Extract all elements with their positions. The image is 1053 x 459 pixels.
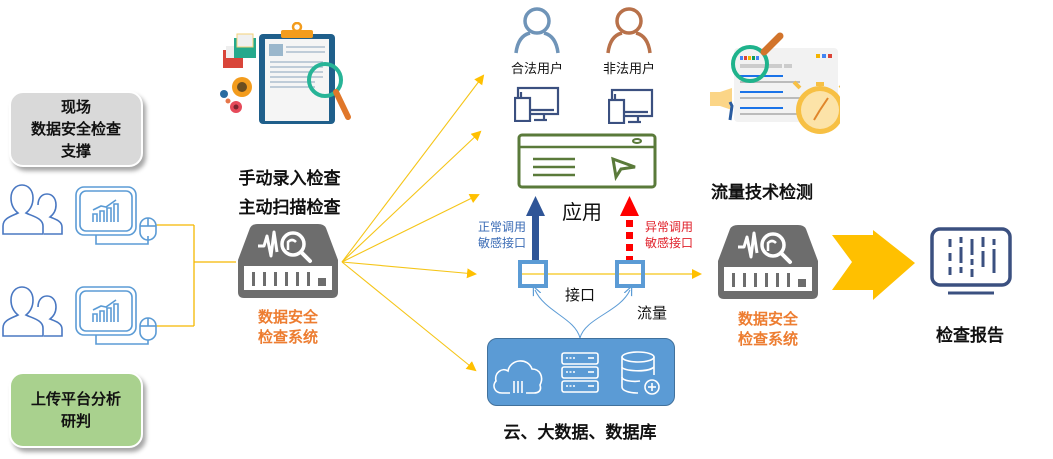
security-appliance-icon — [718, 225, 818, 299]
user-terminal-1 — [2, 184, 157, 245]
traffic-label: 流量 — [636, 304, 667, 322]
illegal-user-label: 非法用户 — [602, 62, 655, 77]
onsite-line-1: 现场 — [60, 98, 91, 116]
onsite-check-support-box: 现场 数据安全检查 支撑 — [9, 91, 143, 167]
security-appliance-icon — [238, 224, 338, 298]
upload-platform-analysis-box: 上传平台分析 研判 — [9, 372, 143, 448]
abnormal-call-line-1: 异常调用 — [644, 220, 693, 234]
upload-line-1: 上传平台分析 — [30, 390, 121, 408]
inspection-report-label: 检查报告 — [936, 326, 1004, 346]
fan-arrows — [341, 74, 485, 372]
system-left-line-2: 检查系统 — [257, 328, 318, 346]
manual-entry-check-label: 手动录入检查 — [238, 169, 341, 189]
report-monitor-icon[interactable] — [928, 225, 1014, 297]
legal-user-icon — [514, 7, 560, 54]
normal-call-line-2: 敏感接口 — [477, 236, 526, 250]
monitor-chart-icon — [75, 286, 149, 345]
big-result-arrow — [832, 230, 915, 300]
upload-line-2: 研判 — [60, 412, 91, 430]
abnormal-call-line-2: 敏感接口 — [644, 236, 693, 250]
application-window-icon[interactable] — [517, 133, 657, 189]
users-icon — [2, 184, 63, 235]
mouse-icon[interactable] — [139, 217, 157, 241]
onsite-line-2: 数据安全检查 — [30, 120, 121, 138]
normal-call-line-1: 正常调用 — [477, 220, 526, 234]
illegal-user-icon — [606, 7, 652, 54]
server-icon — [561, 352, 599, 393]
user-bracket-connector — [156, 224, 236, 327]
active-scan-check-label: 主动扫描检查 — [238, 198, 341, 218]
user-terminal-2 — [2, 286, 157, 345]
system-left-line-1: 数据安全 — [257, 308, 318, 326]
system-right-line-2: 检查系统 — [737, 330, 798, 348]
clipboard-magnifier-icon — [220, 22, 351, 124]
legal-user-devices-icon — [514, 86, 560, 122]
monitor-chart-icon — [75, 186, 149, 245]
system-right-line-1: 数据安全 — [737, 310, 798, 328]
data-sources-label: 云、大数据、数据库 — [503, 423, 657, 443]
data-flow-curves — [535, 290, 630, 339]
cloud-icon — [493, 360, 543, 394]
web-inspect-stopwatch-icon — [710, 32, 840, 134]
illegal-user-devices-icon — [608, 88, 654, 124]
traffic-detection-label: 流量技术检测 — [711, 183, 813, 203]
mouse-icon[interactable] — [139, 317, 157, 341]
application-label: 应用 — [562, 200, 602, 224]
interface-label: 接口 — [564, 286, 595, 304]
onsite-line-3: 支撑 — [60, 142, 91, 160]
users-icon — [2, 286, 63, 337]
normal-call-arrow — [526, 196, 545, 260]
data-sources-panel — [487, 338, 675, 406]
database-add-icon — [621, 351, 660, 395]
legal-user-label: 合法用户 — [510, 62, 563, 77]
abnormal-call-arrow — [620, 196, 639, 261]
